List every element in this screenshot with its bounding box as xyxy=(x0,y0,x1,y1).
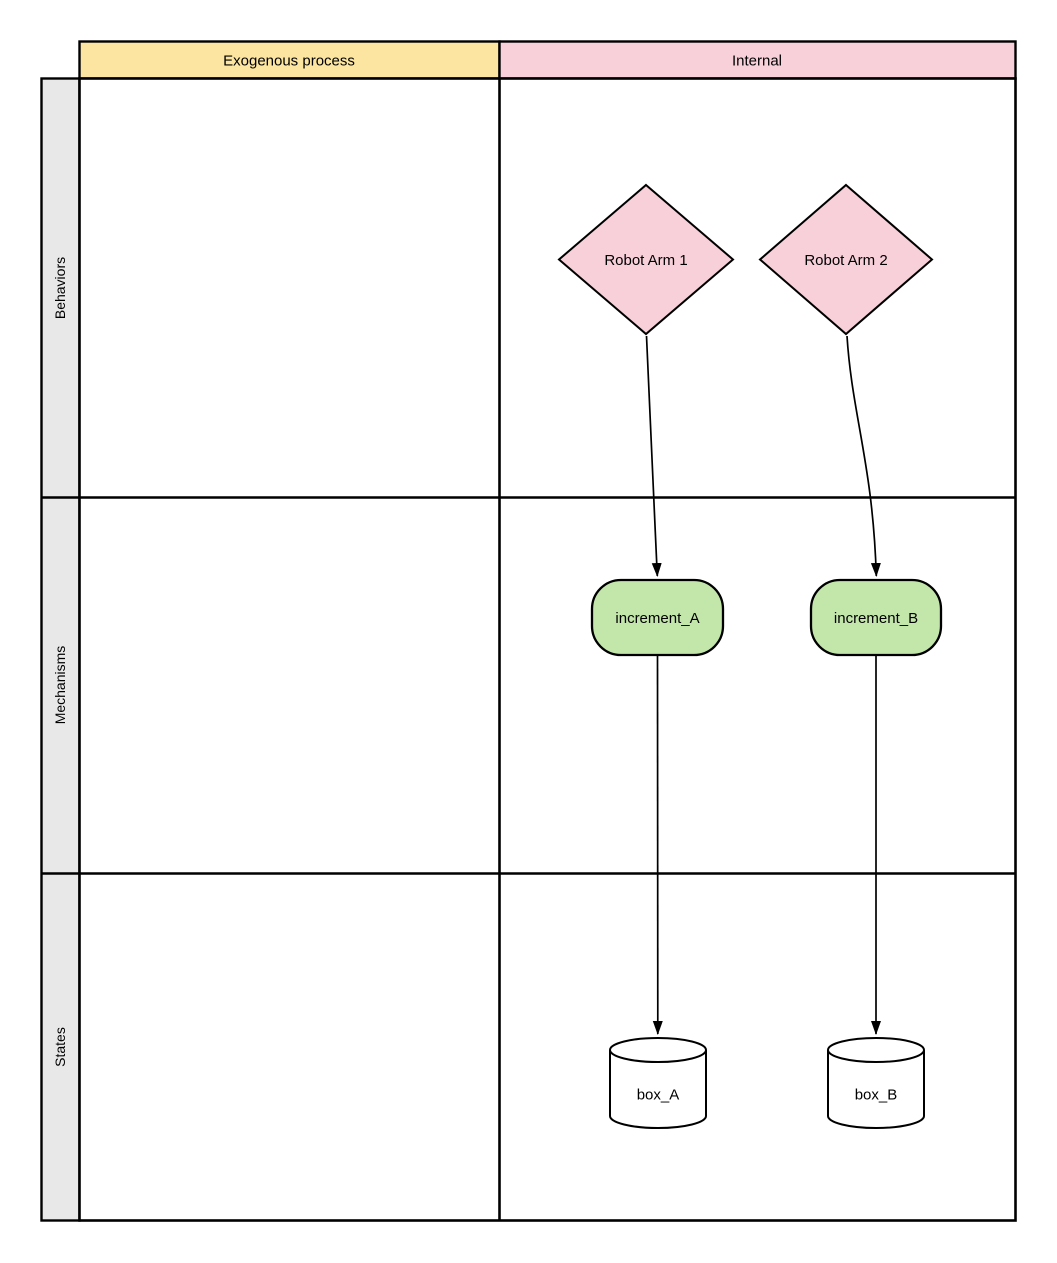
cylinder-top xyxy=(827,1037,925,1063)
node-label: increment_B xyxy=(834,610,918,627)
node-label: box_B xyxy=(855,1086,898,1103)
cylinder-top xyxy=(609,1037,707,1063)
column-header-exogenous-cell[interactable] xyxy=(78,40,501,80)
edges xyxy=(645,335,881,1035)
row-header-behaviors-label: Behaviors xyxy=(52,257,68,319)
node-box-a[interactable]: box_A xyxy=(609,1037,707,1129)
node-increment-b[interactable]: increment_B xyxy=(809,578,943,657)
cylinder-body xyxy=(827,1050,925,1129)
column-header-internal-label: Internal xyxy=(732,52,782,69)
node-label: increment_A xyxy=(615,610,699,627)
edge-robot-arm-1-to-increment-a[interactable] xyxy=(645,335,662,577)
node-label: Robot Arm 1 xyxy=(604,252,687,269)
node-robot-arm-2[interactable]: Robot Arm 2 xyxy=(758,183,934,336)
column-header-exogenous-label: Exogenous process xyxy=(223,52,355,69)
row-header-mechanisms-label: Mechanisms xyxy=(52,646,68,725)
cylinder-body xyxy=(609,1050,707,1129)
diamond-shape xyxy=(758,183,934,336)
edge-robot-arm-2-to-increment-b[interactable] xyxy=(846,335,881,577)
row-header-states-label: States xyxy=(52,1027,68,1067)
node-increment-a[interactable]: increment_A xyxy=(590,578,725,657)
node-box-b[interactable]: box_B xyxy=(827,1037,925,1129)
diamond-shape xyxy=(557,183,735,336)
rounded-rect-shape xyxy=(809,578,943,657)
row-header-band[interactable] xyxy=(40,77,81,1222)
node-label: Robot Arm 2 xyxy=(804,252,887,269)
rounded-rect-shape xyxy=(590,578,725,657)
node-robot-arm-1[interactable]: Robot Arm 1 xyxy=(557,183,735,336)
node-label: box_A xyxy=(637,1086,680,1103)
